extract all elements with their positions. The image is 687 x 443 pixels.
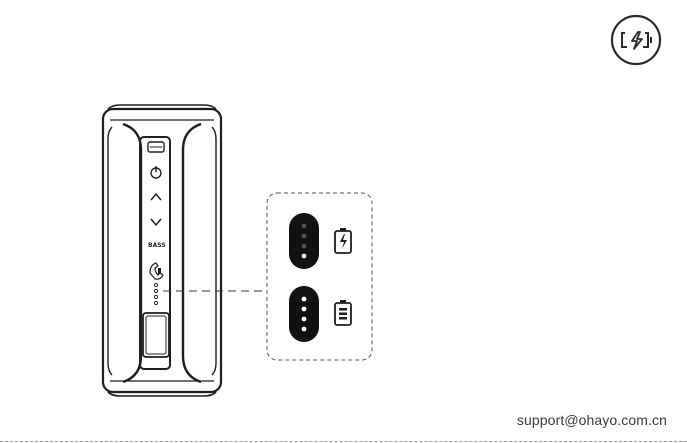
support-email: support@ohayo.com.cn — [517, 412, 667, 428]
speaker-body — [103, 105, 221, 396]
volume-up-icon — [151, 194, 161, 200]
battery-full-icon — [335, 300, 351, 325]
led-pill-charging — [289, 213, 319, 269]
phone-pair-icon — [150, 263, 163, 279]
speaker-controls — [143, 142, 169, 357]
led-indicator-column — [154, 283, 157, 304]
battery-charging-circle-icon — [612, 16, 660, 64]
callout-box — [267, 193, 372, 360]
led-pill-full — [289, 286, 319, 342]
charging-port-flap — [143, 313, 169, 357]
bass-button-label: BASS — [148, 242, 166, 249]
strap-loop-icon — [148, 142, 164, 152]
battery-charging-icon — [335, 228, 351, 253]
page-bottom-rule — [0, 441, 687, 442]
power-icon — [151, 166, 161, 178]
volume-down-icon — [151, 219, 161, 225]
